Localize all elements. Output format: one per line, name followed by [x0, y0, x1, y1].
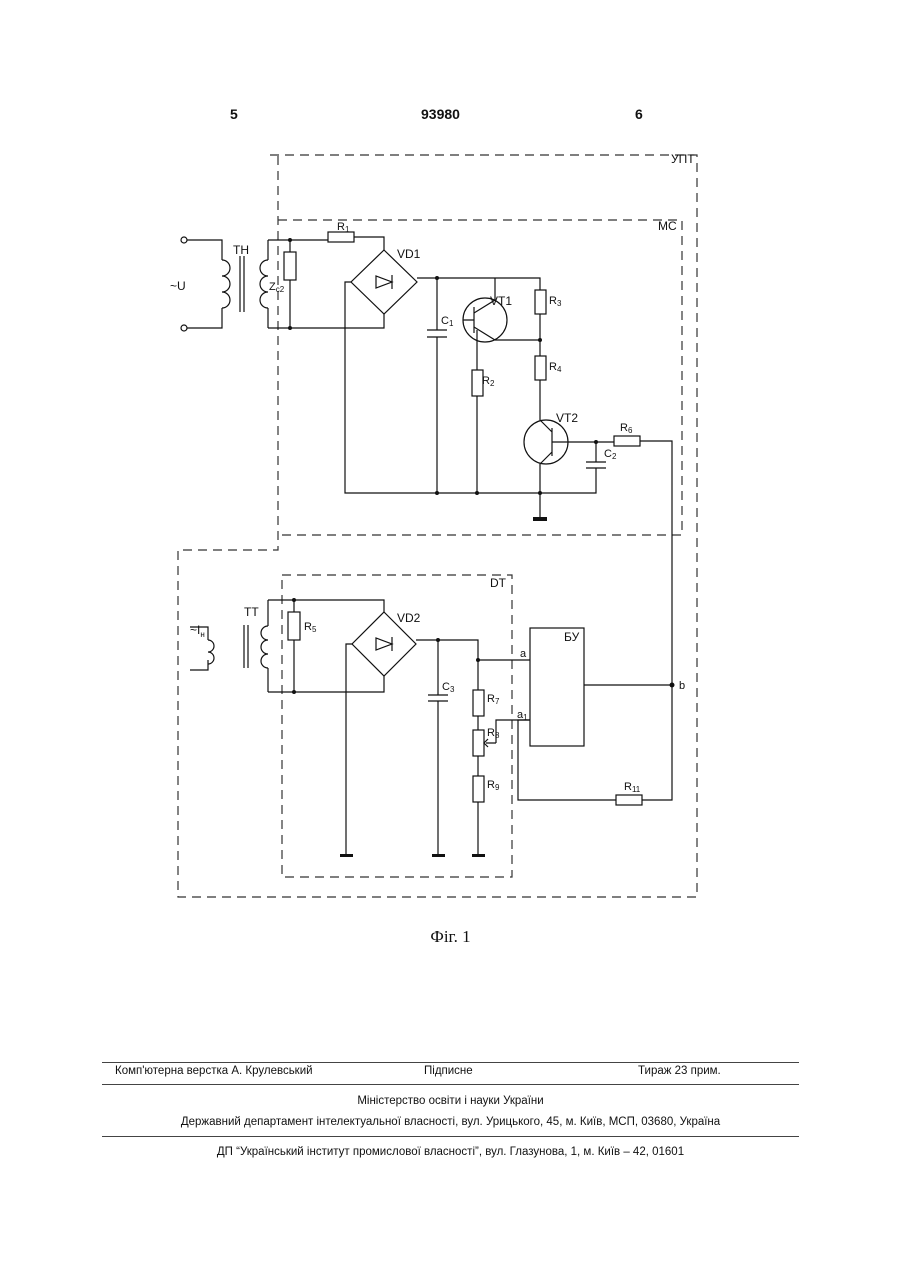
footer-circulation: Тираж 23 прим.	[638, 1065, 721, 1077]
capacitor-c1	[427, 278, 447, 493]
transformer-th	[181, 237, 268, 331]
label-r4: R4	[549, 361, 562, 374]
circuit-diagram: УПТ МС DT БУ TH TT ~U ~Iн VD1 VD2 VT1 VT…	[160, 140, 720, 910]
label-c1: C1	[441, 315, 454, 328]
label-bu: БУ	[564, 630, 580, 644]
transistor-vt2	[524, 420, 596, 493]
patent-number: 93980	[421, 106, 460, 122]
label-upt: УПТ	[671, 152, 695, 166]
resistor-r3	[535, 290, 546, 314]
label-a: a	[520, 648, 527, 660]
footer-ministry: Міністерство освіти і науки України	[0, 1095, 901, 1107]
label-u: ~U	[170, 279, 186, 293]
label-vt1: VT1	[490, 294, 512, 308]
control-unit-bu	[530, 628, 584, 746]
label-tn: TH	[233, 243, 249, 257]
potentiometer-wiper	[484, 739, 496, 747]
figure-caption: Фіг. 1	[0, 927, 901, 947]
footer-institute: ДП “Український інститут промислової вла…	[0, 1146, 901, 1158]
resistor-r5	[288, 612, 300, 640]
label-r9: R9	[487, 779, 500, 792]
label-r1: R1	[337, 221, 350, 234]
footer-rule-bottom	[102, 1136, 799, 1137]
label-vd2: VD2	[397, 611, 421, 625]
label-r3: R3	[549, 295, 562, 308]
transistor-vt1	[463, 278, 540, 370]
label-r5: R5	[304, 621, 317, 634]
label-tt: TT	[244, 605, 259, 619]
footer-department: Державний департамент інтелектуальної вл…	[0, 1116, 901, 1128]
ground-dt	[340, 854, 485, 857]
label-r7: R7	[487, 693, 500, 706]
label-c2: C2	[604, 448, 617, 461]
footer-layout: Комп'ютерна верстка А. Крулевський	[115, 1065, 313, 1077]
label-ms: МС	[658, 219, 677, 233]
page-number-left: 5	[230, 106, 238, 122]
footer-rule-top	[102, 1062, 799, 1063]
resistor-r1	[328, 232, 354, 242]
resistor-r7	[473, 690, 484, 716]
label-vt2: VT2	[556, 411, 578, 425]
resistor-r6	[614, 436, 640, 446]
label-c3: C3	[442, 681, 455, 694]
label-r6: R6	[620, 422, 633, 435]
potentiometer-r8	[473, 730, 484, 756]
label-ih: ~Iн	[190, 623, 205, 639]
resistor-zc2	[284, 252, 296, 280]
capacitor-c3	[428, 640, 448, 855]
resistor-r4	[535, 356, 546, 380]
label-zc2: Zc2	[269, 281, 285, 294]
label-r8: R8	[487, 727, 500, 740]
label-r2: R2	[482, 375, 495, 388]
label-vd1: VD1	[397, 247, 421, 261]
page-number-right: 6	[635, 106, 643, 122]
label-r11: R11	[624, 781, 641, 794]
footer-signed: Підписне	[424, 1065, 473, 1077]
resistor-r9	[473, 776, 484, 802]
label-a1: a1	[517, 709, 528, 722]
footer-rule-middle	[102, 1084, 799, 1085]
resistor-r11	[616, 795, 642, 805]
label-b: b	[679, 680, 685, 692]
label-dt: DT	[490, 576, 507, 590]
